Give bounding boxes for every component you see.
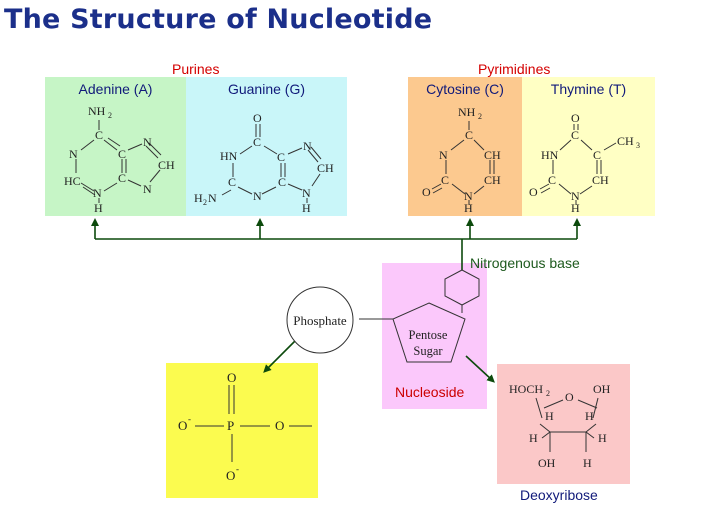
svg-text:O: O xyxy=(253,111,262,125)
svg-text:2: 2 xyxy=(108,111,112,120)
svg-text:3: 3 xyxy=(636,141,640,150)
deoxyribose-panel xyxy=(497,364,630,484)
svg-text:N: N xyxy=(571,189,580,203)
svg-text:-: - xyxy=(188,414,191,424)
nucleotide-schematic xyxy=(286,269,480,363)
svg-text:O: O xyxy=(275,418,284,433)
svg-text:HOCH: HOCH xyxy=(509,382,543,396)
svg-text:O: O xyxy=(422,185,431,199)
svg-text:C: C xyxy=(228,175,236,189)
svg-text:C: C xyxy=(118,171,126,185)
svg-text:N: N xyxy=(303,139,312,153)
phosphate-group-panel xyxy=(166,363,318,498)
svg-text:C: C xyxy=(118,147,126,161)
svg-text:C: C xyxy=(278,175,286,189)
svg-text:H: H xyxy=(585,409,594,423)
svg-text:N: N xyxy=(69,147,78,161)
svg-text:C: C xyxy=(593,148,601,162)
svg-text:O: O xyxy=(565,390,574,404)
svg-text:P: P xyxy=(227,418,234,433)
svg-text:HN: HN xyxy=(541,148,559,162)
svg-text:H: H xyxy=(464,201,473,215)
nitrogenous-base-label: Nitrogenous base xyxy=(470,255,580,271)
pentose-pentagon xyxy=(392,302,466,363)
svg-text:H: H xyxy=(545,409,554,423)
connector-lines xyxy=(91,218,581,383)
page-title: The Structure of Nucleotide xyxy=(4,4,433,35)
phosphate-group-structure: O O- P O O- xyxy=(178,370,312,483)
svg-text:H: H xyxy=(598,431,607,445)
cytosine-panel xyxy=(408,77,522,216)
svg-text:C: C xyxy=(277,150,285,164)
svg-text:C: C xyxy=(465,128,473,142)
svg-text:O: O xyxy=(529,185,538,199)
adenine-panel xyxy=(45,77,186,216)
pentose-text: Pentose xyxy=(409,328,448,342)
phosphate-text: Phosphate xyxy=(293,313,347,328)
svg-text:H: H xyxy=(302,201,311,215)
svg-text:CH: CH xyxy=(592,173,609,187)
svg-text:H: H xyxy=(583,456,592,470)
svg-text:2: 2 xyxy=(478,112,482,121)
svg-text:H: H xyxy=(571,201,580,215)
svg-text:N: N xyxy=(143,135,152,149)
base-hexagon xyxy=(444,269,480,306)
svg-text:CH: CH xyxy=(317,161,334,175)
cytosine-label: Cytosine (C) xyxy=(426,81,504,97)
arrow-to-phosphate-group xyxy=(263,339,297,373)
svg-text:N: N xyxy=(253,189,262,203)
svg-text:CH: CH xyxy=(617,134,634,148)
purines-label: Purines xyxy=(172,61,220,77)
svg-text:H: H xyxy=(94,201,103,215)
svg-text:O: O xyxy=(227,370,236,385)
svg-text:N: N xyxy=(208,191,217,205)
svg-text:O: O xyxy=(178,418,187,433)
svg-text:-: - xyxy=(236,464,239,474)
svg-text:C: C xyxy=(571,128,579,142)
svg-text:C: C xyxy=(253,135,261,149)
svg-text:O: O xyxy=(226,468,235,483)
svg-text:C: C xyxy=(441,173,449,187)
pyrimidines-label: Pyrimidines xyxy=(478,61,551,77)
svg-text:NH: NH xyxy=(458,105,476,119)
svg-text:O: O xyxy=(571,111,580,125)
svg-text:OH: OH xyxy=(593,382,611,396)
nucleoside-label: Nucleoside xyxy=(395,384,465,400)
phosphate-circle xyxy=(286,286,354,354)
svg-text:C: C xyxy=(95,128,103,142)
svg-text:N: N xyxy=(464,189,473,203)
svg-text:HN: HN xyxy=(220,149,238,163)
svg-text:OH: OH xyxy=(538,456,556,470)
svg-text:2: 2 xyxy=(203,198,207,207)
svg-text:N: N xyxy=(143,182,152,196)
svg-text:H: H xyxy=(529,431,538,445)
guanine-panel xyxy=(186,77,347,216)
svg-text:N: N xyxy=(302,186,311,200)
svg-text:HC: HC xyxy=(64,174,81,188)
svg-text:N: N xyxy=(93,186,102,200)
svg-text:CH: CH xyxy=(484,148,501,162)
svg-text:C: C xyxy=(548,173,556,187)
guanine-label: Guanine (G) xyxy=(227,81,306,97)
svg-text:CH: CH xyxy=(158,158,175,172)
thymine-label: Thymine (T) xyxy=(550,81,627,97)
svg-text:NH: NH xyxy=(88,104,106,118)
arrow-to-deoxyribose xyxy=(465,355,495,383)
adenine-label: Adenine (A) xyxy=(78,81,153,97)
deoxyribose-label: Deoxyribose xyxy=(520,487,598,503)
svg-text:CH: CH xyxy=(484,173,501,187)
sugar-text: Sugar xyxy=(413,344,443,358)
svg-text:2: 2 xyxy=(546,389,550,398)
svg-text:H: H xyxy=(194,191,203,205)
svg-text:N: N xyxy=(439,148,448,162)
